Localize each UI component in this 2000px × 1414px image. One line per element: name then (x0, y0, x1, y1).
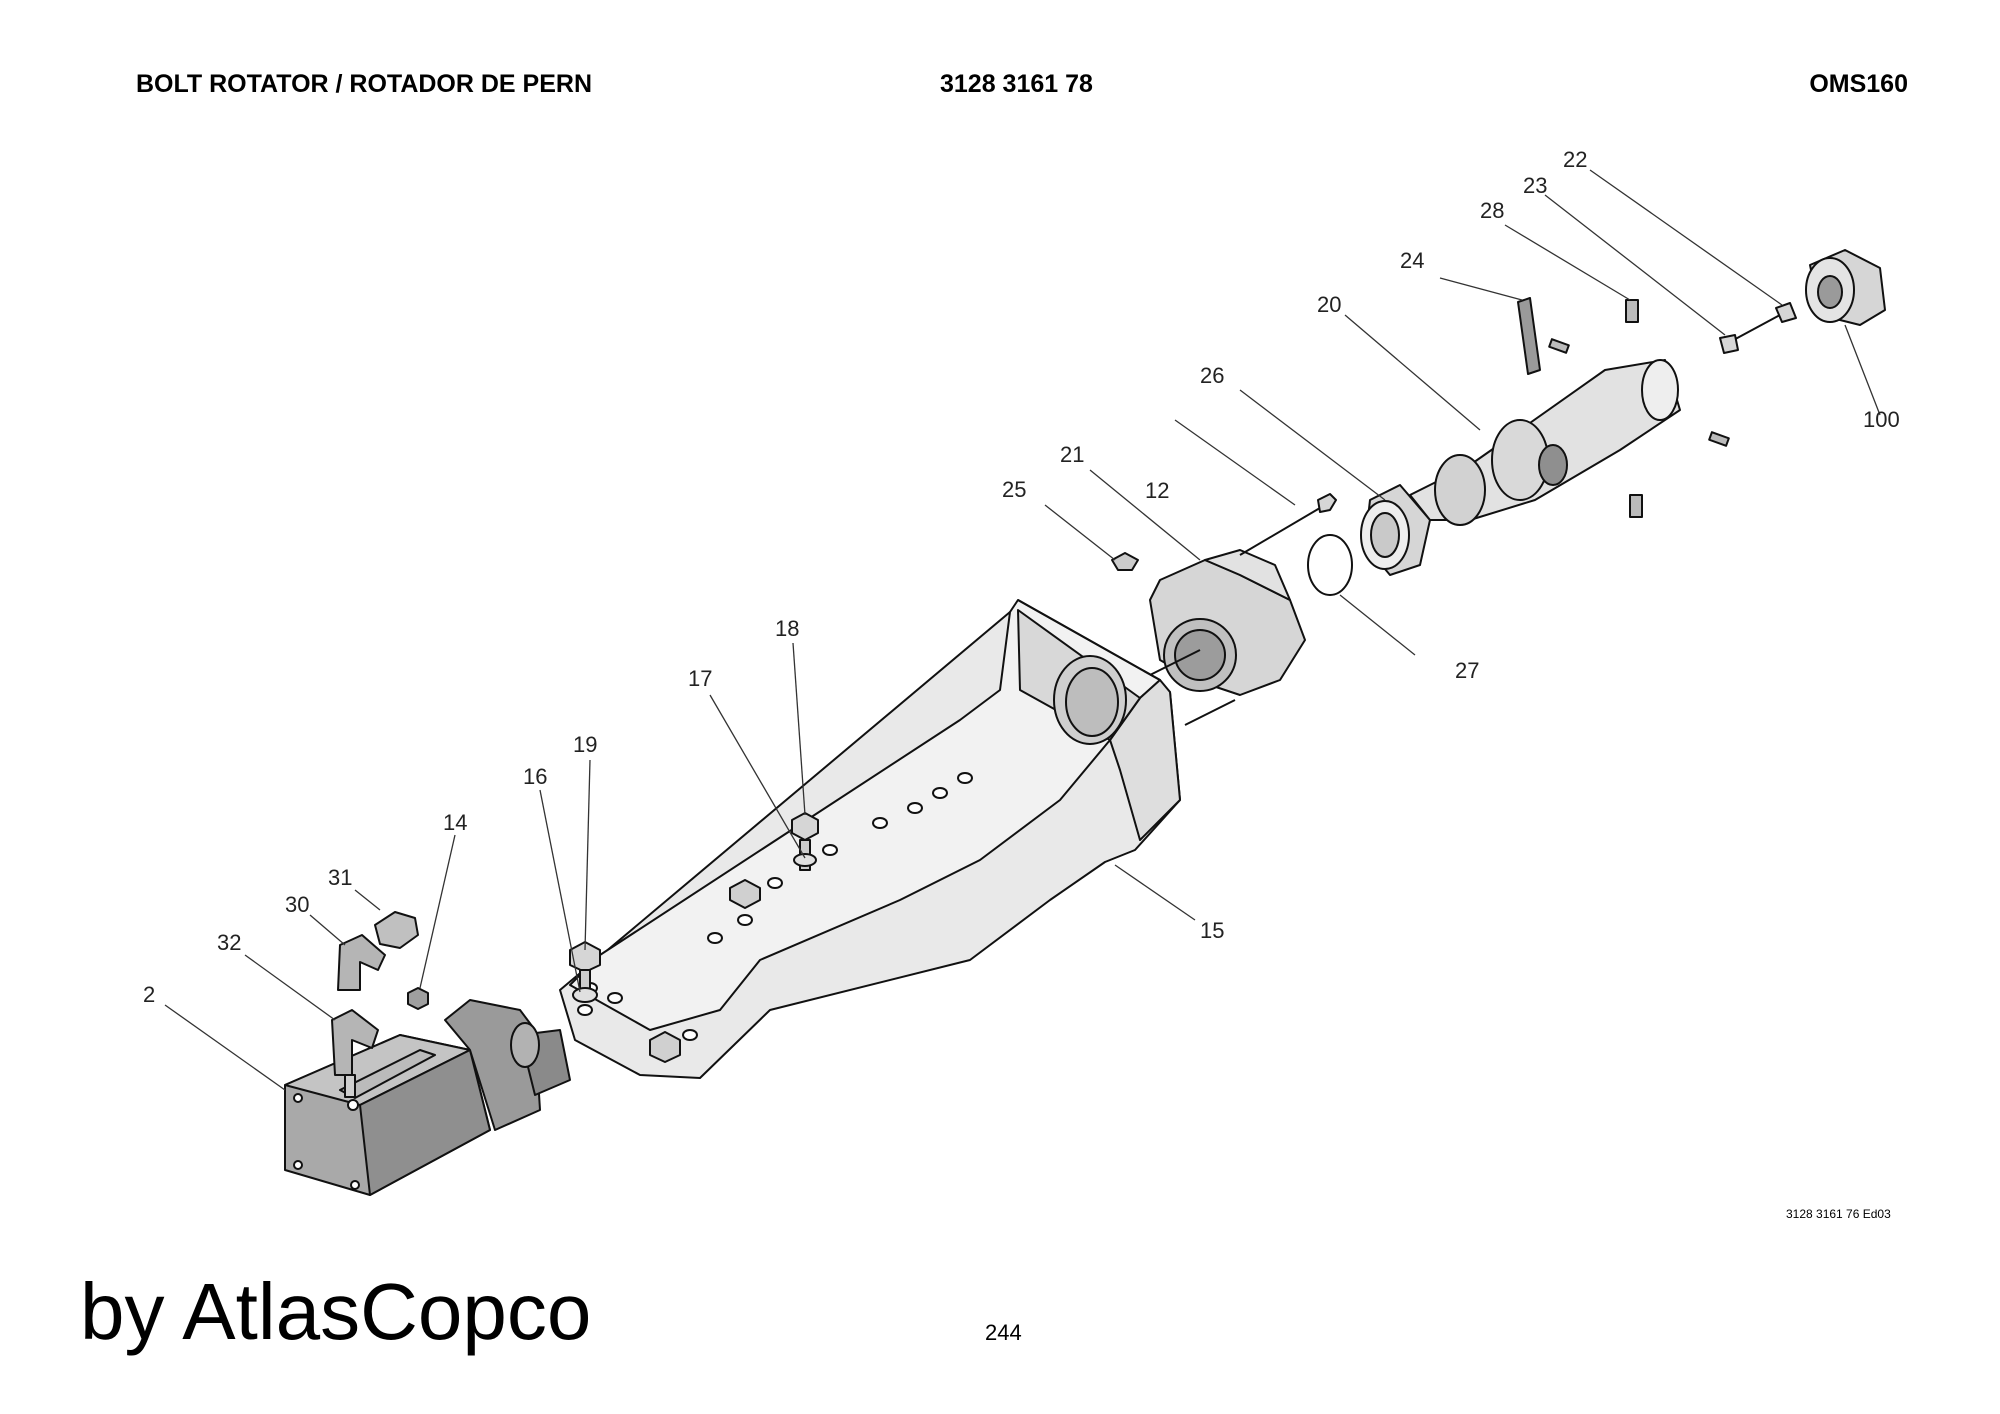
callout-2: 2 (143, 982, 155, 1007)
washer-part-16 (572, 987, 598, 1003)
grease-nipple-part-25 (1111, 552, 1139, 571)
callout-14: 14 (443, 810, 467, 835)
leader-lines (164, 169, 1881, 1091)
pin-part-22 (1775, 302, 1797, 323)
page-number: 244 (985, 1320, 1022, 1345)
model-number: OMS160 (1809, 70, 1908, 98)
part-number: 3128 3161 78 (940, 70, 1093, 98)
callout-26: 26 (1200, 363, 1224, 388)
callout-17: 17 (688, 666, 712, 691)
nut-part-14 (407, 987, 429, 1010)
callout-27: 27 (1455, 658, 1479, 683)
callout-12: 12 (1145, 478, 1169, 503)
callout-31: 31 (328, 865, 352, 890)
adapter-part-31 (374, 911, 419, 949)
collar-part-26 (1360, 484, 1431, 576)
watermark-text: by AtlasCopco (80, 1267, 592, 1356)
callout-30: 30 (285, 892, 309, 917)
callout-23: 23 (1523, 173, 1547, 198)
flange-part-21 (1149, 549, 1306, 696)
callout-28: 28 (1480, 198, 1504, 223)
elbow-fitting-part-32 (331, 1009, 379, 1098)
callout-19: 19 (573, 732, 597, 757)
callout-18: 18 (775, 616, 799, 641)
housing-part-15 (559, 599, 1181, 1079)
motor-part-2 (284, 999, 571, 1196)
bolt-part-23 (1719, 314, 1781, 354)
bolt-part-12 (1239, 493, 1337, 556)
callout-20: 20 (1317, 292, 1341, 317)
callout-labels: 2 12 14 15 16 17 18 19 20 21 22 23 24 25… (143, 147, 1900, 1007)
callout-25: 25 (1002, 477, 1026, 502)
callout-15: 15 (1200, 918, 1224, 943)
roll-pin-part-24 (1517, 297, 1541, 375)
adapter-part-100 (1805, 249, 1886, 326)
callout-21: 21 (1060, 442, 1084, 467)
shaft-part-20 (1409, 359, 1681, 526)
washer-part-17 (793, 853, 817, 867)
pin-part-28 (1548, 299, 1730, 518)
callout-22: 22 (1563, 147, 1587, 172)
callout-24: 24 (1400, 248, 1424, 273)
callout-32: 32 (217, 930, 241, 955)
callout-16: 16 (523, 764, 547, 789)
callout-100: 100 (1863, 407, 1900, 432)
elbow-fitting-part-30 (337, 934, 386, 991)
circlip-part-27 (1307, 534, 1353, 596)
tie-rods (1149, 649, 1236, 726)
drawing-id: 3128 3161 76 Ed03 (1786, 1207, 1891, 1221)
page-title: BOLT ROTATOR / ROTADOR DE PERN (136, 70, 593, 98)
